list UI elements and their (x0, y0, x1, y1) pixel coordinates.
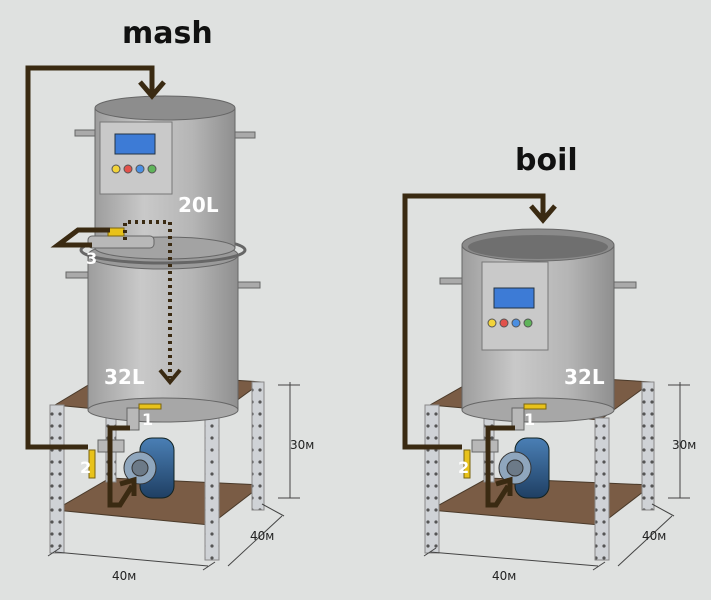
boil-depth-dimension: 40м (642, 529, 666, 543)
boil-valve-1-label: 1 (524, 410, 535, 429)
mash-dotted-flow (123, 220, 172, 378)
mash-button-yellow (111, 164, 121, 174)
boil-title: boil (515, 143, 578, 178)
mash-valve-3-label: 3 (86, 249, 97, 268)
boil-width-dimension: 40м (492, 569, 516, 583)
boil-pump (463, 437, 550, 499)
mash-valve-3-assembly (87, 227, 155, 249)
mash-valve-2-handle (88, 449, 96, 479)
mash-height-dimension: 30м (290, 438, 314, 452)
mash-dotted-arrow (158, 368, 182, 386)
boil-pump-line (485, 425, 515, 508)
mash-button-red (123, 164, 133, 174)
mash-button-green (147, 164, 157, 174)
mash-setup: mash 20L 32L 1 2 3 30м 40м 40м (25, 16, 314, 583)
mash-valve-2-label: 2 (80, 458, 91, 477)
boil-valve-1-assembly (511, 403, 547, 431)
mash-dimension-lines (47, 382, 300, 571)
mash-width-dimension: 40м (112, 569, 136, 583)
mash-pump-arrow (119, 476, 137, 496)
mash-pump-line (107, 425, 135, 508)
boil-setup: boil 32L 1 2 30м 40м 40м (402, 143, 696, 583)
mash-control-box (99, 121, 173, 195)
boil-leg-front-left (424, 404, 440, 554)
mash-valve-3-line (50, 227, 110, 248)
boil-control-screen (493, 287, 535, 309)
mash-lower-vessel (65, 235, 261, 423)
boil-button-blue (511, 318, 521, 328)
mash-recirculation-line (25, 65, 155, 450)
boil-leg-back-right (641, 381, 655, 511)
boil-dimension-lines (423, 382, 690, 571)
boil-button-red (499, 318, 509, 328)
mash-lower-volume-label: 32L (104, 365, 145, 389)
boil-valve-2-handle (463, 449, 471, 479)
boil-control-box (481, 261, 549, 351)
boil-volume-label: 32L (564, 365, 605, 389)
mash-valve-1-assembly (126, 403, 162, 431)
mash-upper-volume-label: 20L (178, 193, 219, 217)
boil-recirculation-arrow (529, 204, 557, 224)
mash-recirculation-arrow (138, 80, 166, 100)
mash-valve-1-label: 1 (142, 410, 153, 429)
mash-depth-dimension: 40м (250, 529, 274, 543)
boil-button-yellow (487, 318, 497, 328)
mash-control-screen (114, 133, 156, 155)
mash-leg-front-left (49, 404, 65, 554)
mash-button-blue (135, 164, 145, 174)
boil-height-dimension: 30м (672, 438, 696, 452)
boil-pump-arrow (495, 476, 513, 496)
boil-recirculation-line (402, 193, 546, 450)
mash-leg-front-right (204, 417, 220, 561)
boil-button-green (523, 318, 533, 328)
mash-pump (88, 437, 175, 499)
boil-leg-front-right (594, 417, 610, 561)
mash-leg-back-right (251, 381, 265, 511)
boil-valve-2-label: 2 (458, 458, 469, 477)
mash-title: mash (122, 16, 213, 51)
